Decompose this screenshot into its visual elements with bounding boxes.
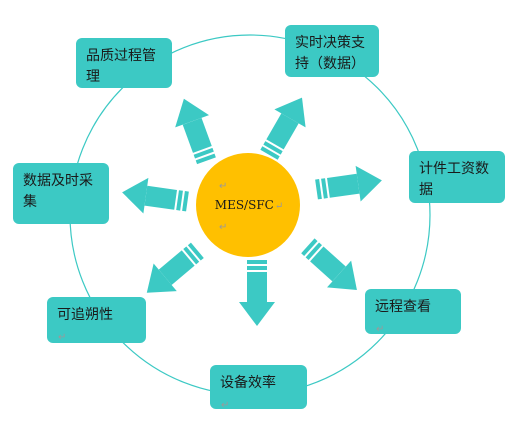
- node-remote: 远程查看↵: [365, 289, 461, 334]
- node-quality: 品质过程管理: [76, 38, 172, 88]
- arrow-down: [239, 260, 275, 326]
- center-circle: [196, 153, 300, 257]
- arrow-up-right: [253, 88, 318, 164]
- center-return-mark-top: ↵: [219, 181, 228, 192]
- arrow-left: [119, 174, 190, 220]
- arrow-down-right: [295, 232, 369, 304]
- node-decision: 实时决策支持（数据）: [285, 25, 379, 77]
- arrow-right: [314, 162, 385, 208]
- arrow-up-left: [166, 92, 224, 167]
- arrow-down-left: [135, 236, 209, 307]
- center-return-mark-bottom: ↵: [219, 222, 228, 233]
- node-efficiency: 设备效率↵: [210, 365, 307, 409]
- node-timely: 数据及时采集: [13, 163, 109, 224]
- center-label: MES/SFC↵: [214, 198, 284, 212]
- node-trace: 可追朔性↵: [47, 297, 146, 343]
- node-wage: 计件工资数据: [409, 151, 505, 203]
